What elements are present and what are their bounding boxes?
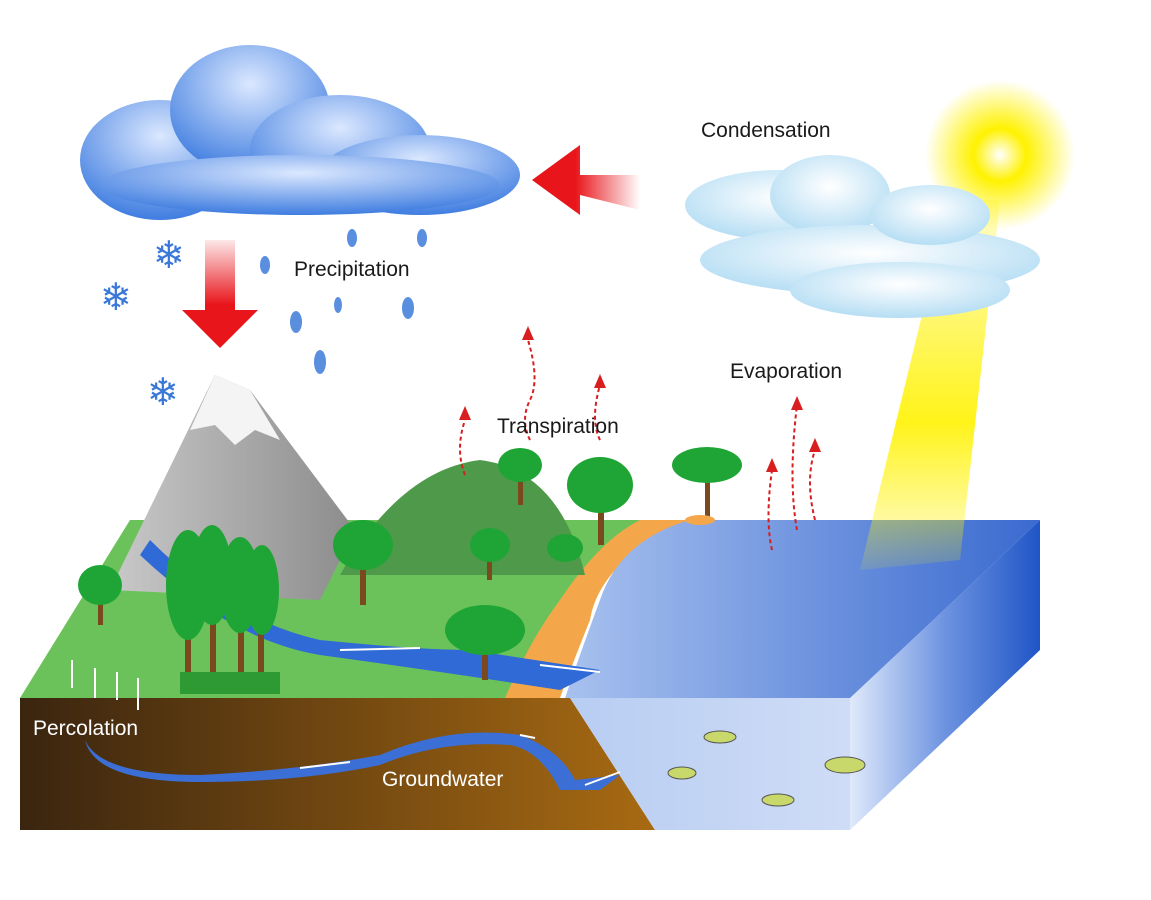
precipitation-arrow (182, 240, 258, 348)
raindrops (260, 229, 427, 374)
ocean-surface (565, 520, 1040, 698)
rain-cloud (80, 45, 520, 220)
label-percolation: Percolation (33, 717, 138, 740)
label-groundwater: Groundwater (382, 768, 503, 791)
label-precipitation: Precipitation (294, 258, 410, 281)
condensation-cloud (685, 155, 1040, 318)
svg-text:❄: ❄ (100, 275, 132, 319)
beach (505, 520, 690, 698)
svg-text:❄: ❄ (153, 233, 185, 277)
mountain-snow (190, 375, 280, 445)
water-side-face (850, 520, 1040, 830)
hill (340, 460, 585, 575)
label-condensation: Condensation (701, 119, 831, 142)
mountain (110, 375, 355, 600)
snowflake-icon: ❄ ❄ ❄ (100, 233, 185, 414)
label-transpiration: Transpiration (497, 415, 619, 438)
vapor-arrows (459, 339, 816, 551)
groundwater-arrow (299, 734, 621, 786)
river-arrow (339, 647, 601, 673)
svg-text:❄: ❄ (147, 370, 179, 414)
groundwater-flow (85, 732, 620, 790)
percolation-arrows (71, 660, 139, 710)
fish (667, 730, 866, 807)
label-evaporation: Evaporation (730, 360, 842, 383)
trees (78, 447, 742, 694)
condensation-arrow (532, 145, 640, 215)
vapor-arrowheads (459, 326, 821, 472)
